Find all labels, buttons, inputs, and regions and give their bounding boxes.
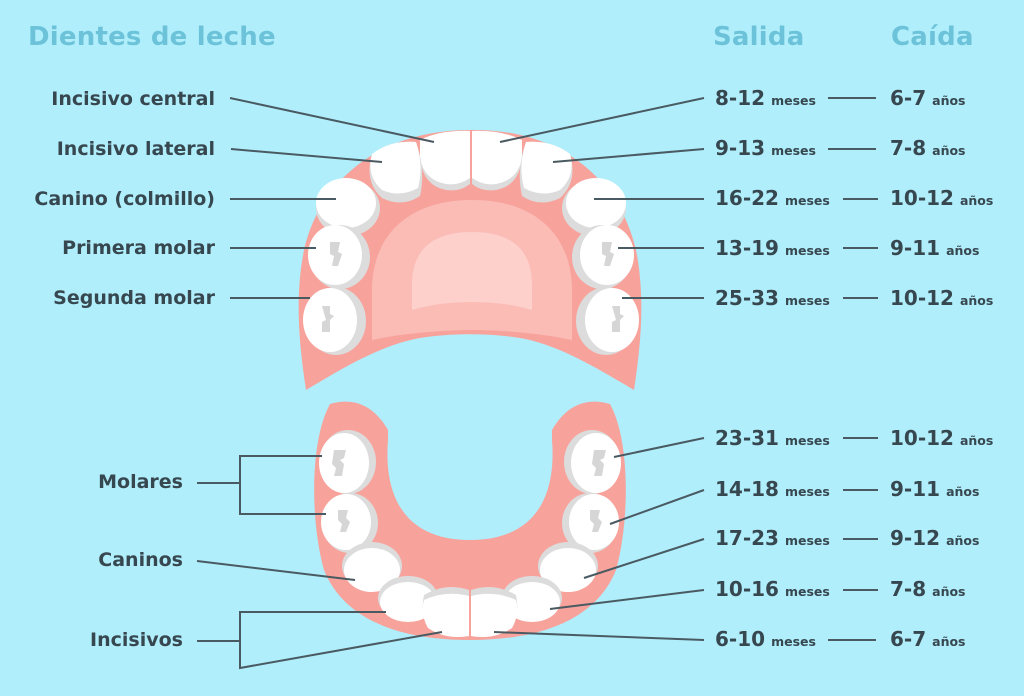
upper-eruption-central-incisor: 8-12 meses [715, 86, 816, 110]
loss-unit: años [932, 143, 966, 158]
label-incisors: Incisivos [90, 629, 183, 651]
upper-canines [316, 178, 626, 236]
lower-eruption-central-incisor: 6-10 meses [715, 627, 816, 651]
lower-eruption-first-molar: 14-18 meses [715, 477, 830, 501]
upper-second-molars [303, 287, 639, 355]
lower-loss-central-incisor: 6-7 años [890, 627, 966, 651]
lower-loss-canine: 9-12 años [890, 526, 979, 550]
loss-range: 6-7 [890, 627, 927, 651]
upper-loss-second-molar: 10-12 años [890, 286, 993, 310]
upper-loss-central-incisor: 6-7 años [890, 86, 966, 110]
loss-range: 7-8 [890, 577, 927, 601]
column-header-eruption: Salida [713, 22, 805, 52]
label-molars: Molares [98, 471, 183, 493]
loss-unit: años [932, 634, 966, 649]
upper-jaw [298, 129, 642, 390]
page-title: Dientes de leche [28, 22, 276, 52]
loss-range: 10-12 [890, 426, 954, 450]
upper-eruption-second-molar: 25-33 meses [715, 286, 830, 310]
loss-range: 9-11 [890, 477, 941, 501]
eruption-unit: meses [784, 484, 830, 499]
lower-loss-first-molar: 9-11 años [890, 477, 979, 501]
upper-central-incisors [420, 130, 522, 191]
eruption-range: 9-13 [715, 136, 766, 160]
eruption-range: 17-23 [715, 526, 779, 550]
upper-eruption-canine: 16-22 meses [715, 186, 830, 210]
eruption-range: 10-16 [715, 577, 779, 601]
upper-lateral-incisors [369, 141, 573, 203]
label-second-molar: Segunda molar [53, 287, 215, 309]
connector-lines [196, 97, 878, 670]
loss-range: 7-8 [890, 136, 927, 160]
lower-loss-lateral-incisor: 7-8 años [890, 577, 966, 601]
lower-canines [342, 542, 598, 592]
lower-loss-second-molar: 10-12 años [890, 426, 993, 450]
eruption-unit: meses [784, 533, 830, 548]
label-first-molar: Primera molar [62, 237, 215, 259]
palate-highlight [412, 232, 532, 310]
loss-unit: años [959, 293, 994, 308]
lower-molars [319, 430, 621, 553]
eruption-range: 14-18 [715, 477, 779, 501]
eruption-unit: meses [784, 193, 830, 208]
eruption-unit: meses [771, 634, 816, 649]
eruption-unit: meses [784, 243, 830, 258]
upper-eruption-lateral-incisor: 9-13 meses [715, 136, 816, 160]
column-header-loss: Caída [891, 22, 974, 52]
lower-eruption-canine: 17-23 meses [715, 526, 830, 550]
eruption-unit: meses [784, 433, 830, 448]
eruption-range: 6-10 [715, 627, 766, 651]
loss-unit: años [946, 533, 980, 548]
label-canine: Canino (colmillo) [34, 188, 215, 210]
loss-range: 9-11 [890, 236, 941, 260]
lower-eruption-lateral-incisor: 10-16 meses [715, 577, 830, 601]
label-central-incisor: Incisivo central [51, 88, 215, 110]
lower-jaw [314, 401, 626, 640]
eruption-unit: meses [784, 293, 830, 308]
upper-first-molars [308, 225, 634, 289]
upper-loss-lateral-incisor: 7-8 años [890, 136, 966, 160]
label-canines: Caninos [98, 549, 183, 571]
loss-range: 10-12 [890, 186, 954, 210]
eruption-unit: meses [784, 584, 830, 599]
lower-eruption-second-molar: 23-31 meses [715, 426, 830, 450]
loss-range: 10-12 [890, 286, 954, 310]
eruption-range: 13-19 [715, 236, 779, 260]
eruption-range: 16-22 [715, 186, 779, 210]
eruption-unit: meses [771, 93, 816, 108]
lower-central-incisors [422, 586, 518, 637]
loss-unit: años [959, 433, 994, 448]
loss-unit: años [959, 193, 994, 208]
eruption-unit: meses [771, 143, 816, 158]
upper-loss-first-molar: 9-11 años [890, 236, 979, 260]
loss-unit: años [946, 484, 980, 499]
label-lateral-incisor: Incisivo lateral [56, 138, 215, 160]
loss-unit: años [932, 93, 966, 108]
eruption-range: 8-12 [715, 86, 766, 110]
loss-range: 9-12 [890, 526, 941, 550]
upper-eruption-first-molar: 13-19 meses [715, 236, 830, 260]
eruption-range: 23-31 [715, 426, 779, 450]
loss-range: 6-7 [890, 86, 927, 110]
eruption-range: 25-33 [715, 286, 779, 310]
loss-unit: años [946, 243, 980, 258]
loss-unit: años [932, 584, 966, 599]
upper-loss-canine: 10-12 años [890, 186, 993, 210]
